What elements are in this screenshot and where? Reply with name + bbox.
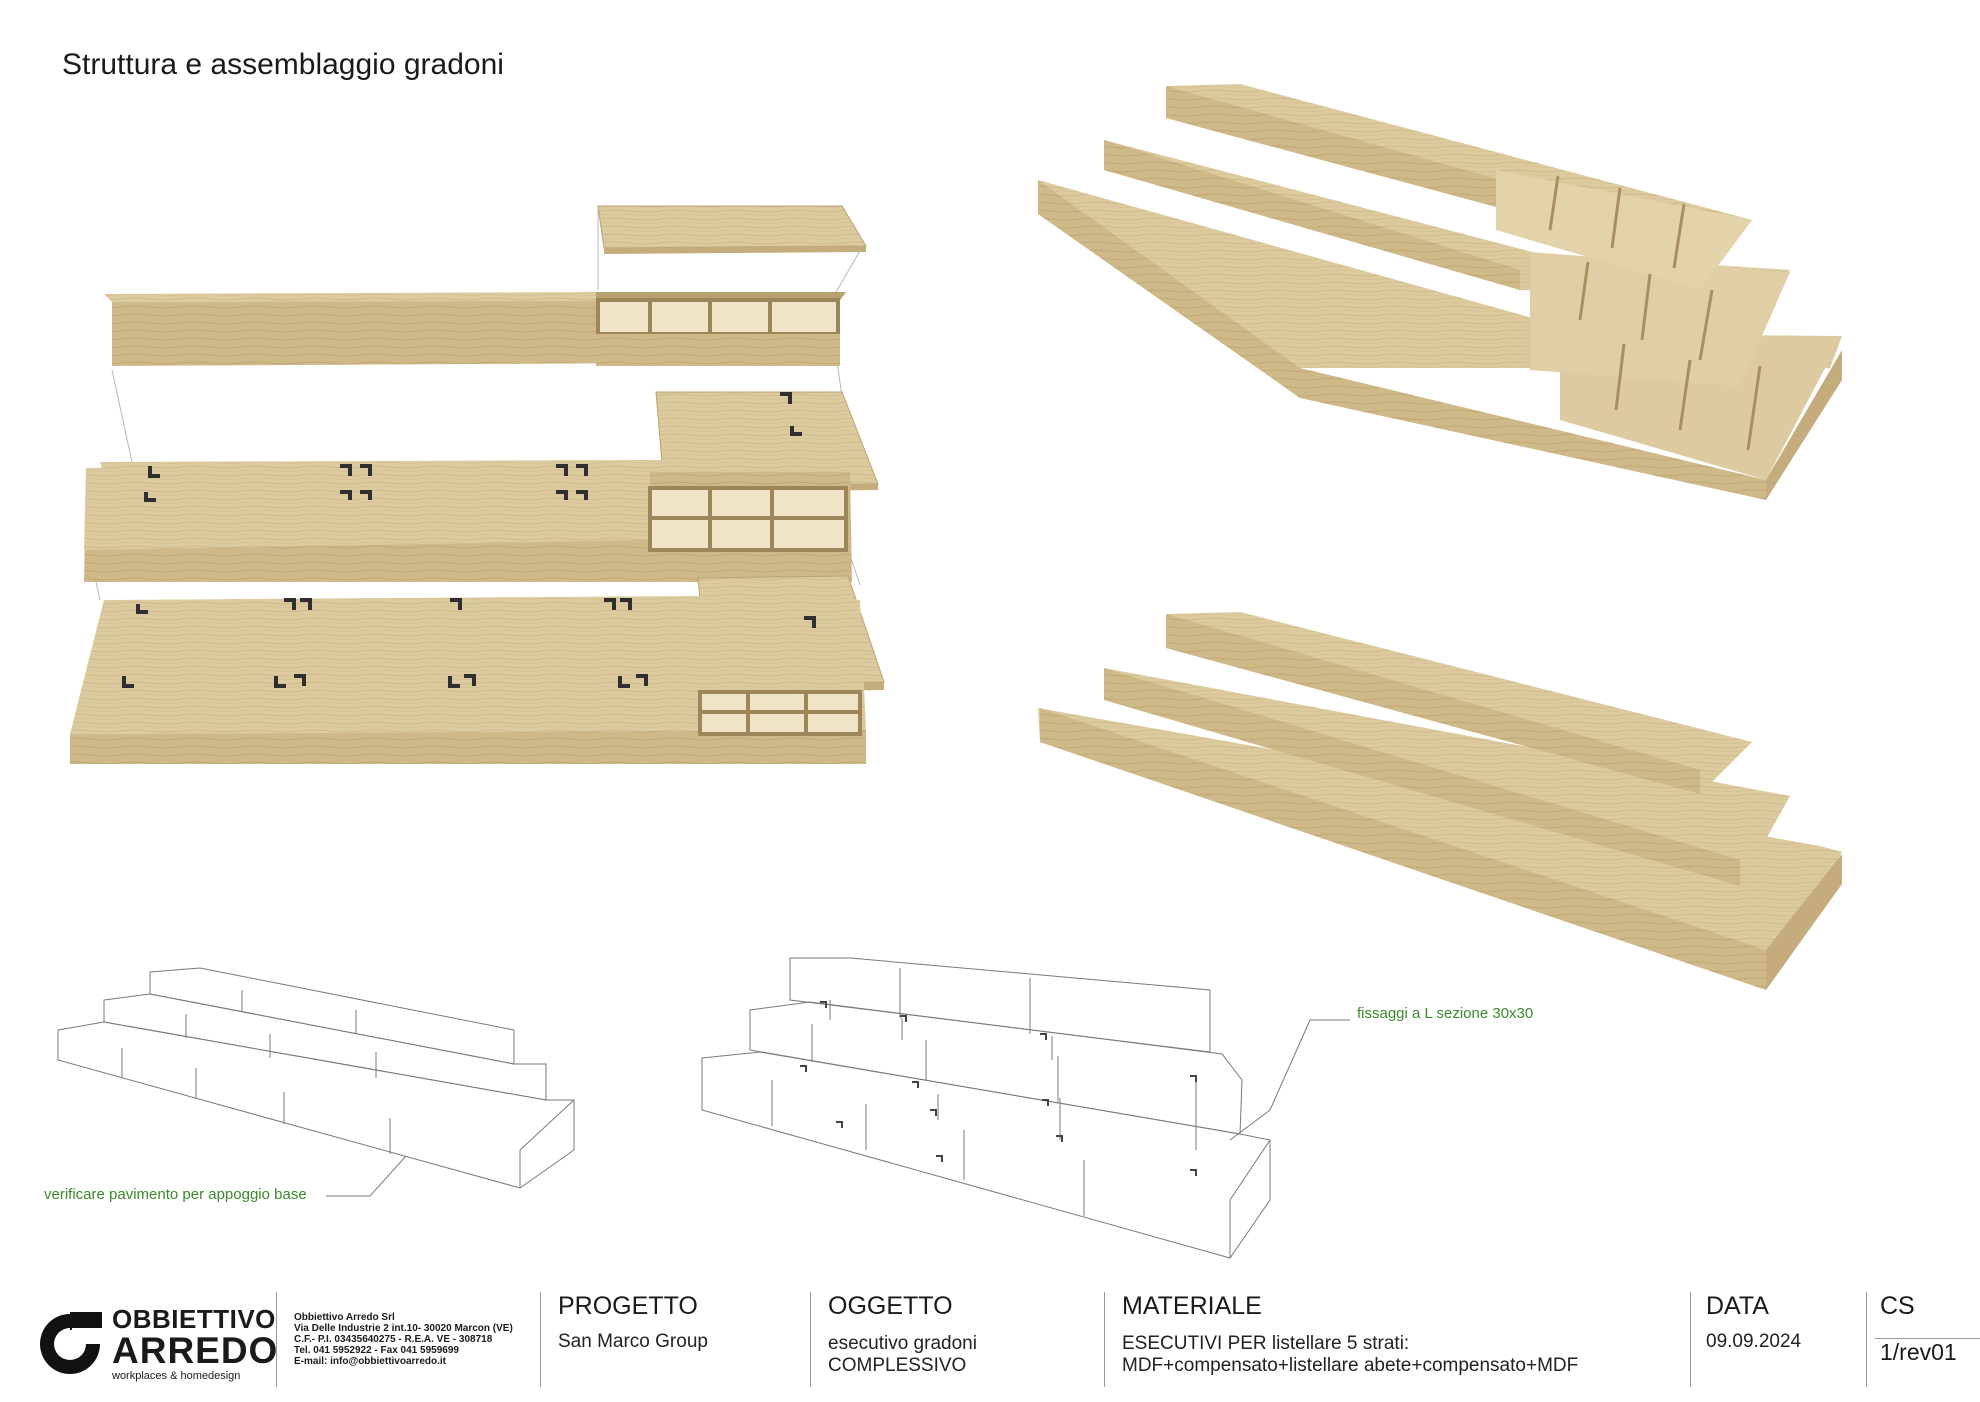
- materiale-label: MATERIALE: [1122, 1292, 1262, 1320]
- company-line: Obbiettivo Arredo Srl: [294, 1312, 395, 1323]
- company-logo: OBBIETTIVO ARREDO workplaces & homedesig…: [36, 1304, 279, 1384]
- logo-mark-icon: [40, 1312, 102, 1374]
- progetto-field: PROGETTO San Marco Group: [558, 1292, 708, 1353]
- data-value: 09.09.2024: [1706, 1331, 1802, 1352]
- progetto-value: San Marco Group: [558, 1331, 708, 1352]
- company-line: Via Delle Industrie 2 int.10- 30020 Marc…: [294, 1323, 513, 1334]
- progetto-label: PROGETTO: [558, 1292, 698, 1320]
- oggetto-label: OGGETTO: [828, 1292, 953, 1320]
- materiale-field: MATERIALE ESECUTIVI PER listellare 5 str…: [1122, 1292, 1578, 1377]
- company-line: C.F.- P.I. 03435640275 - R.E.A. VE - 308…: [294, 1334, 493, 1345]
- wireframe-bracket-marks: [800, 1001, 1197, 1176]
- exploded-view: [70, 205, 885, 764]
- note-fixings: fissaggi a L sezione 30x30: [1357, 1005, 1534, 1022]
- data-field: DATA 09.09.2024: [1706, 1292, 1801, 1353]
- divider: [276, 1292, 277, 1387]
- render-closed-view: [1038, 612, 1842, 990]
- render-compartments-view: [1038, 84, 1842, 500]
- divider: [1866, 1292, 1867, 1387]
- cs-value: 1/rev01: [1880, 1339, 1957, 1365]
- l-bracket-group: [122, 392, 816, 688]
- drawing-canvas: [57, 84, 1842, 1259]
- divider: [1690, 1292, 1691, 1387]
- company-address: Obbiettivo Arredo Srl Via Delle Industri…: [294, 1312, 534, 1367]
- company-line: E-mail: info@obbiettivoarredo.it: [294, 1356, 446, 1367]
- cs-label: CS: [1880, 1292, 1915, 1320]
- divider: [1104, 1292, 1105, 1387]
- logo-name-top: OBBIETTIVO: [112, 1304, 276, 1334]
- divider: [540, 1292, 541, 1387]
- cs-divider: [1875, 1338, 1980, 1339]
- oggetto-line: COMPLESSIVO: [828, 1355, 967, 1376]
- note-floor-check: verificare pavimento per appoggio base: [44, 1186, 307, 1203]
- oggetto-field: OGGETTO esecutivo gradoni COMPLESSIVO: [828, 1292, 977, 1377]
- materiale-line: MDF+compensato+listellare abete+compensa…: [1122, 1355, 1579, 1376]
- logo-name-bottom: ARREDO: [112, 1330, 279, 1371]
- materiale-value: ESECUTIVI PER listellare 5 strati: MDF+c…: [1122, 1333, 1578, 1377]
- title-block: OBBIETTIVO ARREDO workplaces & homedesig…: [0, 1282, 1980, 1402]
- page-title: Struttura e assemblaggio gradoni: [62, 48, 504, 81]
- logo-tagline: workplaces & homedesign: [112, 1370, 241, 1382]
- materiale-line: ESECUTIVI PER listellare 5 strati:: [1122, 1333, 1410, 1354]
- company-line: Tel. 041 5952922 - Fax 041 5959699: [294, 1345, 459, 1356]
- wireframe-assembled: [57, 967, 575, 1197]
- wireframe-exploded: [701, 957, 1350, 1259]
- data-label: DATA: [1706, 1292, 1769, 1320]
- divider: [810, 1292, 811, 1387]
- oggetto-line: esecutivo gradoni: [828, 1333, 977, 1354]
- cs-field: CS 1/rev01: [1880, 1292, 1957, 1366]
- oggetto-value: esecutivo gradoni COMPLESSIVO: [828, 1333, 977, 1377]
